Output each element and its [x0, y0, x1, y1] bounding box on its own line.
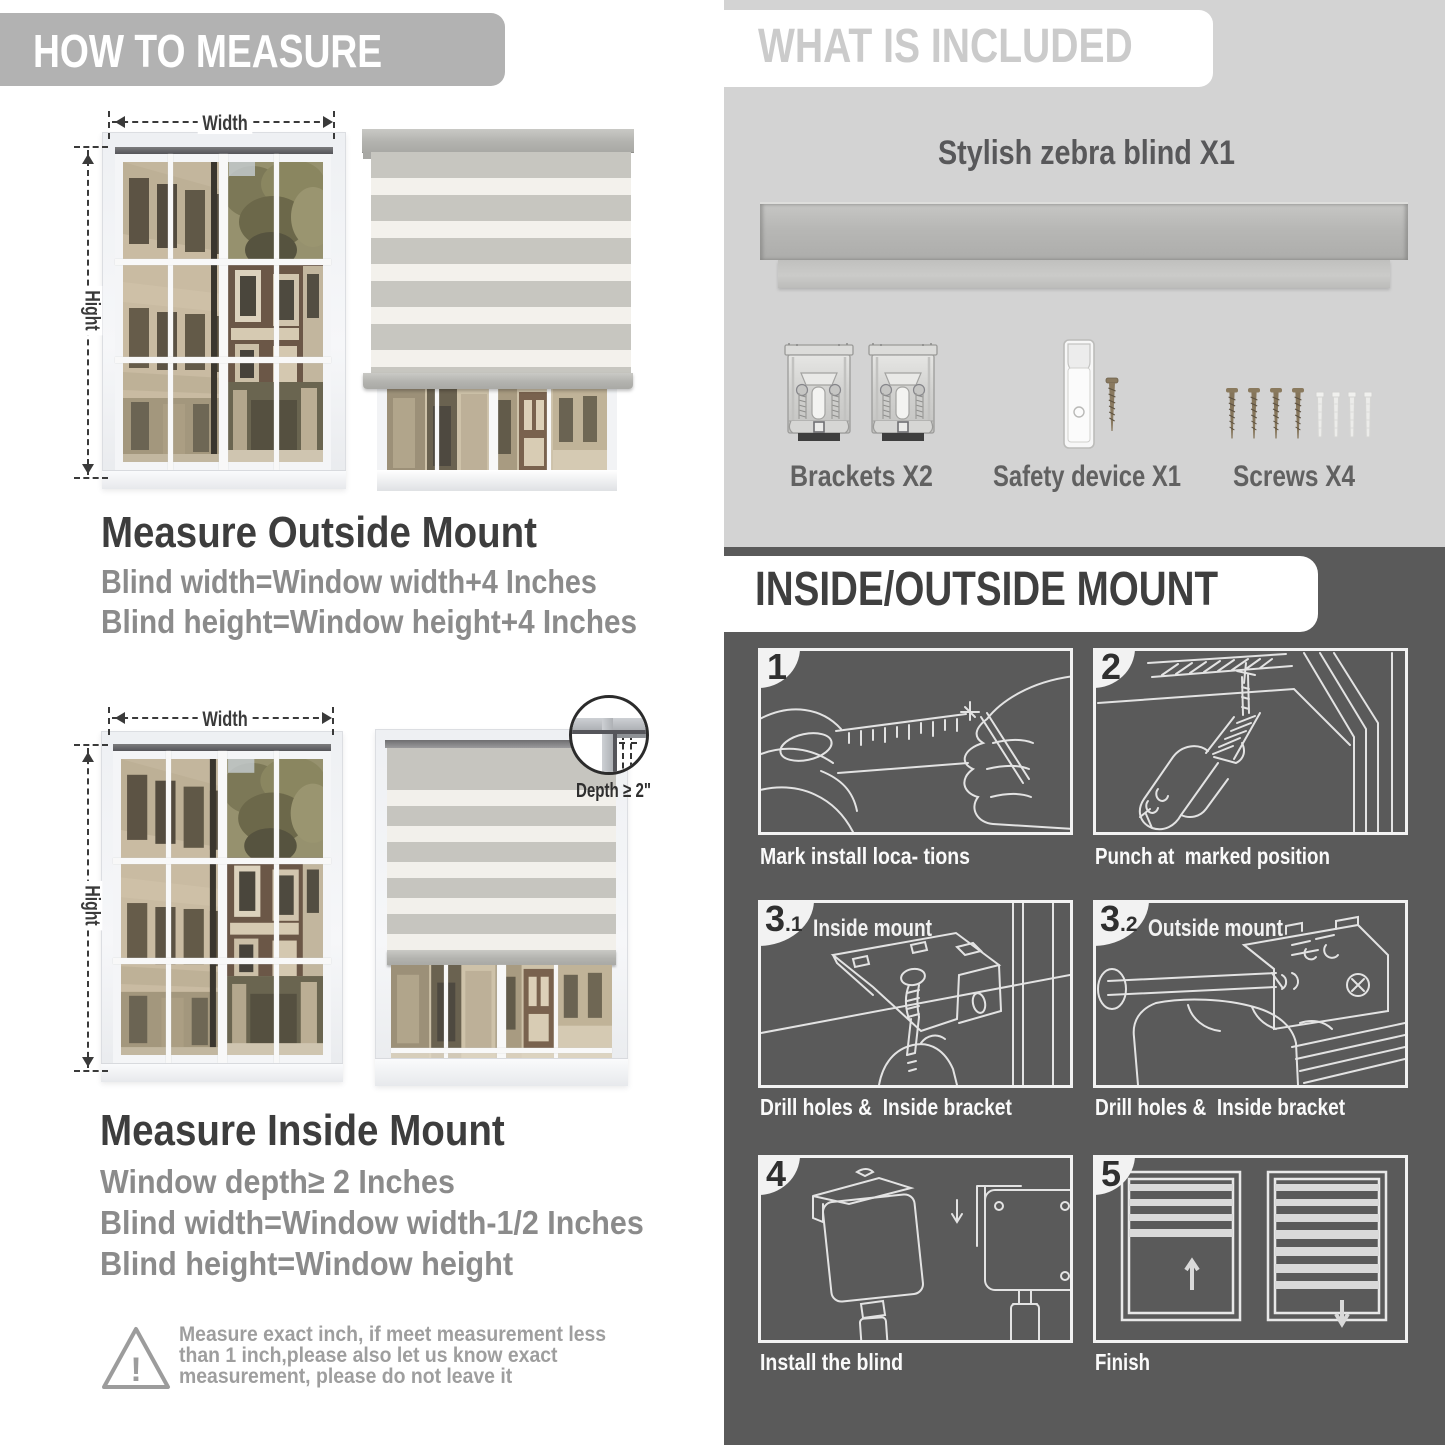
- svg-text:!: !: [130, 1351, 141, 1389]
